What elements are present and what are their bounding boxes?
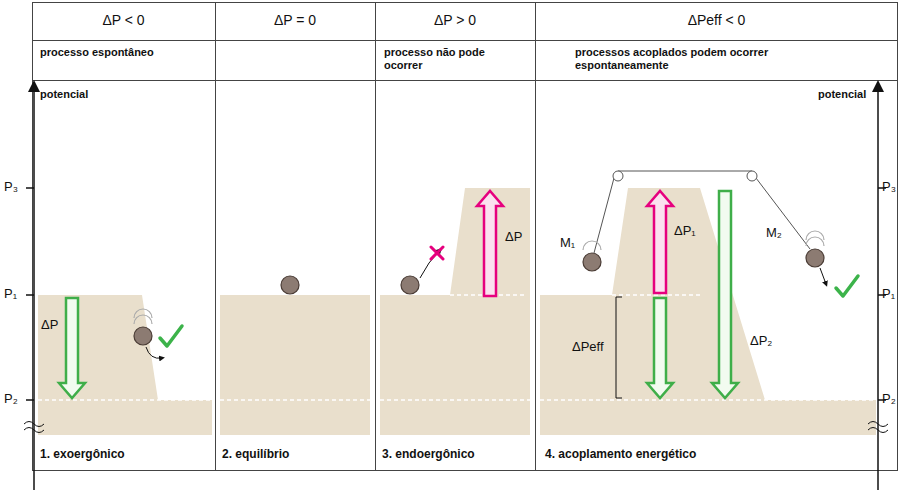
green-arrows-part	[647, 298, 673, 398]
table-grid-part	[32, 40, 898, 41]
pulley-system-part	[618, 171, 752, 172]
energy-label: ΔP₁	[674, 224, 696, 239]
motion-arrows	[146, 250, 826, 358]
balls	[134, 249, 824, 345]
cross-mark-part	[431, 247, 443, 259]
energy-label: ΔPeff	[572, 340, 604, 355]
energy-label: ΔP	[41, 318, 58, 333]
axis-title: potencial	[40, 88, 88, 101]
table-grid-part	[33, 3, 898, 471]
panel-caption: 4. acoplamento energético	[545, 448, 696, 462]
cross-mark-part	[431, 247, 443, 259]
table-grid-part	[375, 2, 376, 470]
potential-axes-part	[26, 187, 34, 189]
potential-axes	[24, 86, 888, 490]
table-grid-part	[535, 2, 536, 470]
level-label: P₃	[882, 180, 896, 195]
table-grid	[32, 2, 898, 471]
pulley-system-part	[613, 171, 623, 181]
level-label: P₂	[882, 392, 896, 407]
balls-part	[281, 276, 299, 294]
panel-caption: 2. equilíbrio	[222, 448, 289, 462]
level-label: P₂	[4, 392, 18, 407]
potential-axes-part	[26, 399, 34, 401]
ground-shapes	[38, 188, 876, 435]
level-lines-part	[612, 294, 700, 296]
panel-caption: 3. endoergônico	[382, 448, 475, 462]
level-lines-part	[380, 399, 530, 401]
ground-shapes-part	[540, 188, 876, 435]
motion-arrows-part	[146, 347, 162, 358]
potential-axes-part	[868, 422, 888, 433]
motion-ghosts-part	[583, 241, 601, 250]
table-grid-part	[32, 80, 898, 81]
header-cell: ΔP > 0	[375, 12, 535, 28]
table-cell: processos acoplados podem ocorrer espont…	[575, 46, 835, 71]
cross-mark	[431, 247, 443, 259]
table-cell: processo espontâneo	[40, 46, 205, 59]
check-marks-part	[160, 326, 182, 346]
check-marks-part	[836, 276, 858, 296]
pulley-system-part	[594, 178, 614, 253]
level-lines-part	[38, 399, 212, 401]
ground-shapes-part	[220, 295, 370, 435]
ground-shapes-part	[380, 188, 530, 435]
balls-part	[401, 276, 419, 294]
pulley-system-part	[747, 171, 757, 181]
level-lines-part	[220, 399, 370, 401]
mass-label: M₂	[766, 226, 782, 241]
pulley-system	[594, 171, 810, 253]
bracket	[616, 297, 622, 398]
ground-shapes-part	[38, 295, 212, 435]
motion-ghosts	[134, 231, 824, 324]
motion-ghosts-part	[806, 237, 824, 246]
balls-part	[806, 249, 824, 267]
axis-title: potencial	[818, 88, 866, 101]
pulley-system-part	[756, 178, 810, 249]
mass-label: M₁	[560, 236, 575, 251]
motion-ghosts-part	[134, 309, 152, 318]
panel-caption: 1. exoergônico	[40, 448, 125, 462]
level-lines	[38, 295, 876, 400]
balls-part	[134, 327, 152, 345]
green-arrows	[59, 191, 738, 398]
energy-label: ΔP₂	[750, 334, 772, 349]
green-arrows-part	[712, 191, 738, 398]
pink-arrows-part	[647, 191, 673, 293]
pink-arrows-part	[477, 191, 503, 296]
motion-ghosts-part	[806, 231, 824, 240]
table-grid-part	[215, 2, 216, 470]
potential-axes-part	[24, 422, 44, 433]
motion-ghosts-part	[134, 315, 152, 324]
level-lines-part	[540, 399, 876, 401]
header-cell: ΔP = 0	[215, 12, 375, 28]
motion-arrows-part	[820, 268, 826, 284]
level-label: P₁	[882, 287, 895, 302]
level-label: P₁	[4, 287, 17, 302]
header-cell: ΔP < 0	[32, 12, 215, 28]
pink-arrows	[477, 191, 673, 296]
table-cell: processo não pode ocorrer	[384, 46, 524, 71]
balls-part	[583, 253, 601, 271]
green-arrows-part	[59, 298, 85, 398]
potential-axes-part	[26, 294, 34, 296]
energy-label: ΔP	[505, 230, 522, 245]
level-label: P₃	[4, 180, 18, 195]
header-cell: ΔPeff < 0	[535, 12, 898, 28]
